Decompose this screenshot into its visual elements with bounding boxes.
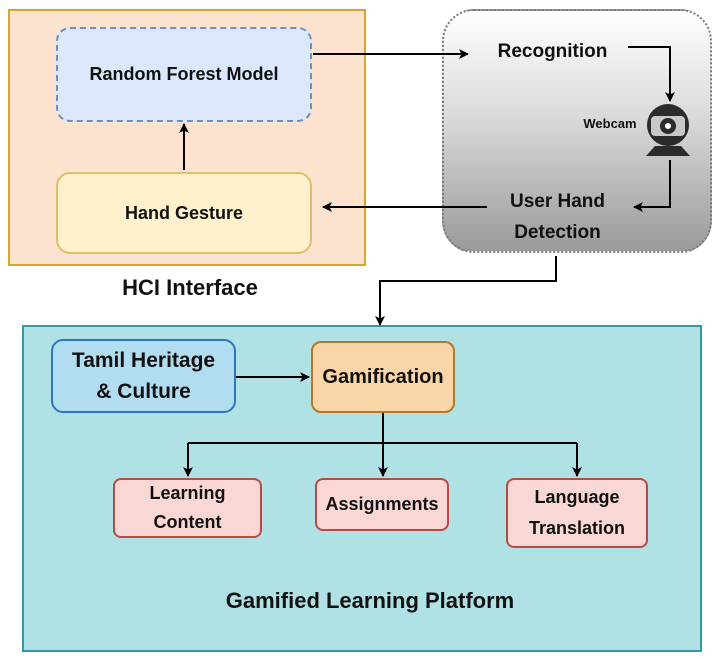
- recognition-label: Recognition: [497, 41, 608, 62]
- arrow-webcam-to-detection: [633, 160, 671, 212]
- webcam-icon: [646, 104, 690, 156]
- assignments-node: Assignments: [315, 478, 449, 531]
- gamification-label: Gamification: [322, 365, 444, 388]
- tamil-heritage-line1: Tamil Heritage: [71, 349, 216, 372]
- hand-gesture-label: Hand Gesture: [124, 202, 244, 223]
- tamil-heritage-node: Tamil Heritage & Culture: [51, 339, 236, 413]
- gamification-node: Gamification: [311, 341, 455, 413]
- user-hand-line2: Detection: [514, 222, 601, 243]
- arrow-gamification-to-outputs: [188, 413, 577, 444]
- learning-content-node: Learning Content: [113, 478, 262, 538]
- arrow-recognition-to-webcam: [628, 46, 675, 102]
- random-forest-model-node: Random Forest Model: [56, 27, 312, 122]
- language-translation-line2: Translation: [528, 518, 626, 538]
- arrow-detection-to-platform: [375, 256, 557, 326]
- language-translation-node: Language Translation: [506, 478, 648, 548]
- learning-content-line2: Content: [153, 512, 222, 532]
- hci-interface-title: HCI Interface: [122, 275, 258, 300]
- tamil-heritage-line2: & Culture: [96, 380, 191, 403]
- random-forest-model-label: Random Forest Model: [89, 64, 279, 84]
- learning-content-line1: Learning: [149, 483, 226, 503]
- user-hand-detection-node: User Hand Detection: [490, 186, 625, 248]
- language-translation-line1: Language: [534, 487, 620, 507]
- user-hand-line1: User Hand: [509, 191, 606, 212]
- webcam-label: Webcam: [583, 115, 637, 131]
- gamified-learning-platform-title: Gamified Learning Platform: [225, 588, 515, 613]
- hand-gesture-node: Hand Gesture: [56, 172, 312, 254]
- assignments-label: Assignments: [325, 494, 439, 514]
